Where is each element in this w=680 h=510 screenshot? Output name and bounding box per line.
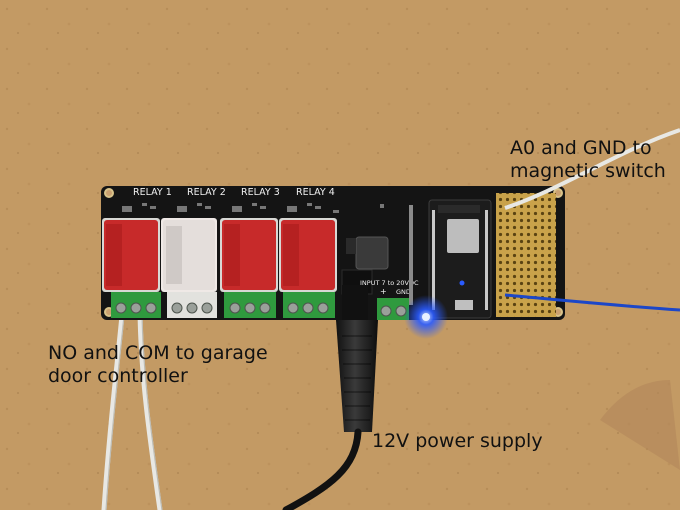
relay-3-label: RELAY 3: [241, 187, 280, 198]
annotation-a0-gnd-line1: A0 and GND to: [510, 137, 652, 159]
white-sensor-wire: [504, 128, 680, 210]
annotation-a0-gnd-line2: magnetic switch: [510, 160, 666, 182]
annotation-no-com-line1: NO and COM to garage: [48, 342, 268, 364]
screw-terminals-relays: [111, 292, 335, 318]
cardboard-scuff: [600, 380, 680, 470]
annotation-power-supply: 12V power supply: [372, 430, 543, 452]
power-cable: [282, 285, 378, 510]
relay-1-label: RELAY 1: [133, 187, 172, 198]
microcontroller-module: [428, 199, 492, 319]
gnd-label: GND: [396, 288, 411, 296]
annotation-a0-gnd: A0 and GND to magnetic switch: [510, 137, 666, 183]
relay-2: [161, 218, 217, 292]
input-voltage-label: INPUT 7 to 20VDC: [360, 279, 419, 287]
relay-3: [220, 218, 278, 292]
relay-2-label: RELAY 2: [187, 187, 226, 198]
blue-sensor-wire: [504, 293, 680, 312]
inductor: [355, 236, 389, 270]
relay-1: [102, 218, 160, 292]
smd-components: [122, 203, 384, 213]
annotation-no-com-line2: door controller: [48, 365, 188, 387]
relay-4-label: RELAY 4: [296, 187, 335, 198]
header-pins: [409, 205, 413, 305]
voltage-regulator: [346, 238, 356, 254]
plus-label: +: [380, 287, 387, 296]
annotation-no-com: NO and COM to garage door controller: [48, 342, 268, 388]
relay-4: [279, 218, 337, 292]
white-wires: [101, 302, 163, 510]
relay-labels: RELAY 1 RELAY 2 RELAY 3 RELAY 4: [133, 187, 335, 198]
